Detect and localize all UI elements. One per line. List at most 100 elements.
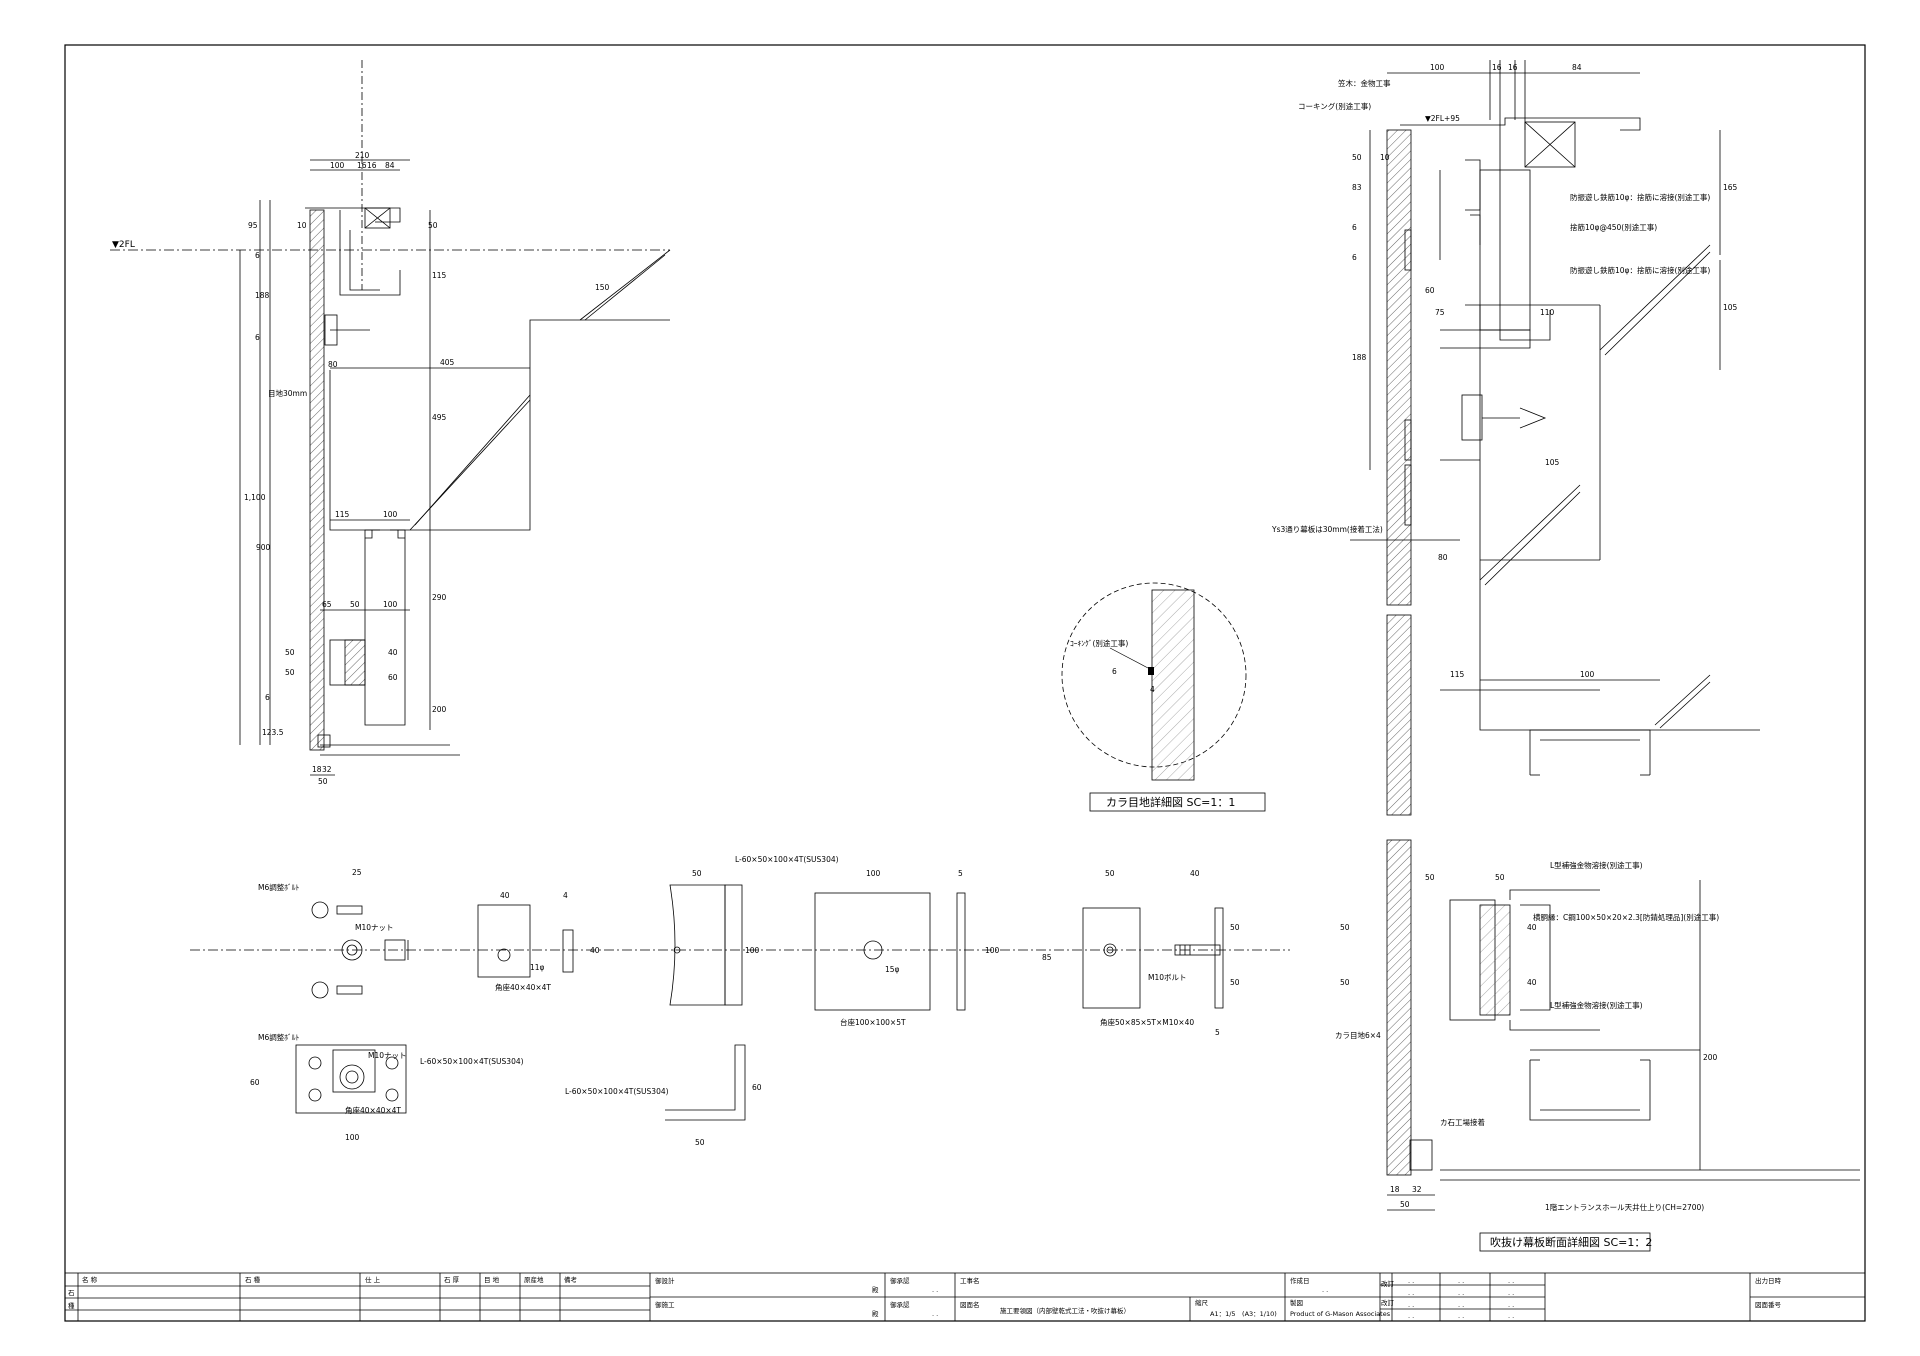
tb-approval: 御承認 — [890, 1276, 910, 1285]
dim-right-13: 75 — [1435, 308, 1445, 317]
tb-project: 工事名 — [960, 1276, 980, 1285]
part-dim-16: 60 — [250, 1078, 260, 1087]
dim-left-34: 50 — [318, 777, 328, 786]
sheet-border — [64, 44, 1866, 1322]
dim-left-1: 100 — [330, 161, 345, 170]
dim-right-8: 6 — [1352, 223, 1357, 232]
dim-right-19: 100 — [1580, 670, 1595, 679]
tb-row-b: 種 — [68, 1302, 75, 1310]
part-dim-6: 100 — [745, 946, 760, 955]
tb-created-dots: . . — [1322, 1286, 1328, 1294]
dim-right-22: 50 — [1340, 923, 1350, 932]
dim-right-10: 6 — [1352, 253, 1357, 262]
dim-left-32: 18 — [312, 765, 322, 774]
dim-left-19: 115 — [335, 510, 350, 519]
part-base-plate: 台座100×100×5T — [840, 1017, 906, 1027]
right-section-labels: 笠木：金物工事 コーキング(別途工事) ▼2FL+95 防振遊し鉄筋10φ：捨筋… — [1271, 63, 1738, 1252]
label-seismic-bottom: 防振遊し鉄筋10φ：捨筋に溶接(別途工事) — [1570, 265, 1710, 275]
part-dim-9: 100 — [985, 946, 1000, 955]
dim-right-27: 18 — [1390, 1185, 1400, 1194]
tb-dots-9: . . — [1508, 1301, 1514, 1309]
tb-contractor: 御施工 — [655, 1300, 675, 1309]
tb-sama: 殿 — [872, 1286, 879, 1294]
dim-right-15: 105 — [1723, 303, 1738, 312]
dim-left-27: 40 — [388, 648, 398, 657]
parts-drawing — [190, 884, 1290, 1121]
part-washer40-2: 角座40×40×4T — [345, 1105, 401, 1115]
dim-right-16: 105 — [1545, 458, 1560, 467]
part-hole11: 11φ — [530, 963, 545, 972]
label-anchor: 捨筋10φ@450(別途工事) — [1570, 222, 1657, 232]
tb-thickness: 石 厚 — [444, 1276, 460, 1284]
label-l-bracket-bottom: L型補強金物溶接(別途工事) — [1550, 1000, 1643, 1010]
tb-designer: 御設計 — [655, 1276, 675, 1285]
dim-right-6: 50 — [1352, 153, 1362, 162]
dim-right-18: 115 — [1450, 670, 1465, 679]
joint-note: 目地30mm — [268, 388, 307, 398]
tb-dots-2: . . — [1458, 1277, 1464, 1285]
dim-right-21: 50 — [1495, 873, 1505, 882]
tb-dots-5: . . — [1458, 1289, 1464, 1297]
right-section-title: 吹抜け幕板断面詳細図 SC=1：2 — [1490, 1235, 1652, 1249]
tb-created: 作成日 — [1290, 1276, 1310, 1285]
dim-left-23: 50 — [350, 600, 360, 609]
circle-caulk-label: ｺｰｷﾝｸﾞ(別途工事) — [1070, 638, 1128, 648]
label-color-joint: カラ目地6×4 — [1335, 1030, 1381, 1040]
tb-finish: 仕 上 — [365, 1275, 381, 1284]
dim-left-21: 290 — [432, 593, 447, 602]
tb-dots-4: . . — [1408, 1289, 1414, 1297]
dim-left-18: 900 — [256, 543, 271, 552]
dim-right-7: 83 — [1352, 183, 1362, 192]
tb-name: 名 称 — [82, 1275, 98, 1284]
part-dim-15: 5 — [1215, 1028, 1220, 1037]
dim-right-3: 16 — [1508, 63, 1518, 72]
part-dim-2: 40 — [500, 891, 510, 900]
dim-right-29: 50 — [1400, 1200, 1410, 1209]
tb-drafter: Product of G-Mason Associates — [1290, 1310, 1391, 1318]
dim-left-33: 32 — [322, 765, 332, 774]
tb-dots-3: . . — [1508, 1277, 1514, 1285]
label-seismic-top: 防振遊し鉄筋10φ：捨筋に溶接(別途工事) — [1570, 192, 1710, 202]
label-l-bracket-top: L型補強金物溶接(別途工事) — [1550, 860, 1643, 870]
dim-left-22: 65 — [322, 600, 332, 609]
dim-right-12: 60 — [1425, 286, 1435, 295]
dim-right-9: 165 — [1723, 183, 1738, 192]
part-angle-3: L-60×50×100×4T(SUS304) — [565, 1087, 669, 1096]
dim-left-31: 123.5 — [262, 728, 284, 737]
dim-left-3: 16 — [367, 161, 377, 170]
tb-approval-2: 御承認 — [890, 1300, 910, 1309]
tb-drawing-name: 施工要領図（内部壁乾式工法・吹抜け幕板） — [1000, 1306, 1130, 1315]
label-stud: 横胴縁：C鋼100×50×20×2.3[防錆処理品](別途工事) — [1533, 912, 1719, 922]
part-washer50: 角座50×85×5T×M10×40 — [1100, 1017, 1194, 1027]
dim-right-26: 200 — [1703, 1053, 1718, 1062]
part-washer40: 角座40×40×4T — [495, 982, 551, 992]
dim-right-5: 10 — [1380, 153, 1390, 162]
part-m10nut: M10ナット — [355, 923, 394, 932]
part-dim-4: 40 — [590, 946, 600, 955]
label-stone-bond: カ石工場接着 — [1440, 1117, 1485, 1127]
dim-right-2: 16 — [1492, 63, 1502, 72]
tb-rev-2: 改訂 — [1381, 1298, 1395, 1307]
tb-dots-7: . . — [1408, 1301, 1414, 1309]
tb-output-date: 出力日時 — [1755, 1276, 1782, 1285]
tb-origin: 原産地 — [524, 1275, 544, 1284]
dim-left-7: 10 — [297, 221, 307, 230]
dim-left-25: 50 — [285, 648, 295, 657]
dim-right-4: 84 — [1572, 63, 1582, 72]
tb-rev-1: 改訂 — [1381, 1279, 1395, 1288]
left-section-labels: ▼2FL 目地30mm 100 16 16 84 210 95 10 50 6 … — [112, 151, 610, 786]
part-dim-8: 5 — [958, 869, 963, 878]
part-dim-5: 50 — [692, 869, 702, 878]
dim-left-17: 1,100 — [244, 493, 266, 502]
part-dim-13: 50 — [1230, 923, 1240, 932]
color-joint-detail: ｺｰｷﾝｸﾞ(別途工事) 6 4 カラ目地詳細図 SC=1：1 — [1061, 582, 1266, 812]
dim-left-16: 495 — [432, 413, 447, 422]
tb-drawing-name-label: 図面名 — [960, 1300, 980, 1309]
tb-remarks: 備考 — [564, 1275, 578, 1284]
tb-dots-8: . . — [1458, 1301, 1464, 1309]
dim-left-26: 50 — [285, 668, 295, 677]
tb-dots-10: . . — [1408, 1312, 1414, 1320]
dim-left-6: 95 — [248, 221, 258, 230]
left-section-drawing — [110, 60, 671, 776]
tb-dots-1: . . — [1408, 1277, 1414, 1285]
